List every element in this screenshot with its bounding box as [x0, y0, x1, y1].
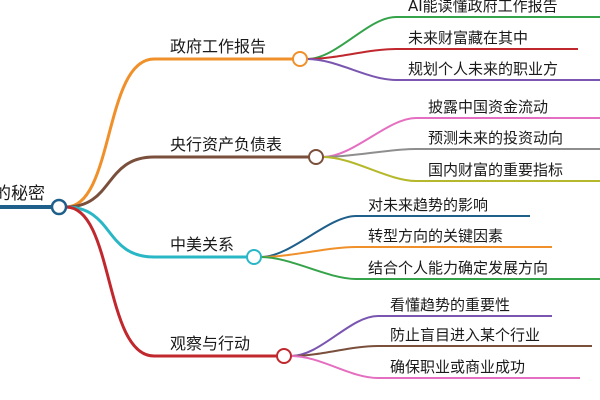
nodes-layer	[50, 51, 324, 364]
branch-label-2: 央行资产负债表	[170, 135, 282, 154]
branch-node-1[interactable]	[292, 51, 308, 67]
branch-label-4: 观察与行动	[170, 334, 250, 353]
leaf-connector-1-2	[306, 48, 397, 60]
leaf-connector-4-3	[290, 355, 379, 379]
leaf-label-2-2[interactable]: 预测未来的投资动向	[428, 129, 563, 147]
leaf-connector-3-2	[260, 246, 357, 258]
branch-label-1: 政府工作报告	[170, 37, 266, 56]
leaf-connector-2-3	[322, 156, 417, 182]
leaf-connector-3-3	[260, 256, 357, 280]
branch-connector-3	[65, 205, 155, 259]
leaf-connector-4-2	[290, 345, 379, 357]
root-label: 的秘密	[0, 184, 45, 204]
leaf-connector-2-2	[322, 148, 417, 158]
leaf-label-4-2[interactable]: 防止盲目进入某个行业	[390, 326, 540, 344]
leaf-connector-2-1	[322, 117, 417, 158]
leaf-connector-1-1	[306, 16, 397, 60]
branch-label-3: 中美关系	[170, 235, 234, 254]
leaf-label-3-2[interactable]: 转型方向的关键因素	[368, 227, 503, 245]
leaf-label-1-1[interactable]: AI能读懂政府工作报告	[408, 0, 558, 15]
leaf-label-4-1[interactable]: 看懂趋势的重要性	[390, 296, 510, 314]
edges-layer	[0, 16, 600, 379]
leaf-label-1-2[interactable]: 未来财富藏在其中	[408, 29, 528, 47]
leaf-label-2-1[interactable]: 披露中国资金流动	[428, 98, 548, 116]
leaf-connector-1-3	[306, 58, 397, 81]
branch-connector-4	[65, 205, 155, 358]
branch-node-3[interactable]	[246, 249, 262, 265]
branch-node-2[interactable]	[308, 149, 324, 165]
leaf-connector-4-1	[290, 315, 379, 357]
leaf-connector-3-1	[260, 215, 357, 258]
leaf-label-3-1[interactable]: 对未来趋势的影响	[368, 196, 488, 214]
labels-layer: 的秘密 政府工作报告 AI能读懂政府工作报告未来财富藏在其中规划个人未来的职业方央行…	[0, 0, 563, 376]
branch-node-4[interactable]	[276, 348, 292, 364]
branch-connector-2	[65, 155, 155, 209]
leaf-label-3-3[interactable]: 结合个人能力确定发展方向	[368, 259, 548, 277]
root-node[interactable]	[50, 198, 68, 216]
leaf-label-1-3[interactable]: 规划个人未来的职业方	[408, 60, 558, 78]
leaf-label-4-3[interactable]: 确保职业或商业成功	[390, 358, 525, 376]
branch-connector-1	[65, 57, 155, 209]
leaf-label-2-3[interactable]: 国内财富的重要指标	[428, 161, 563, 179]
